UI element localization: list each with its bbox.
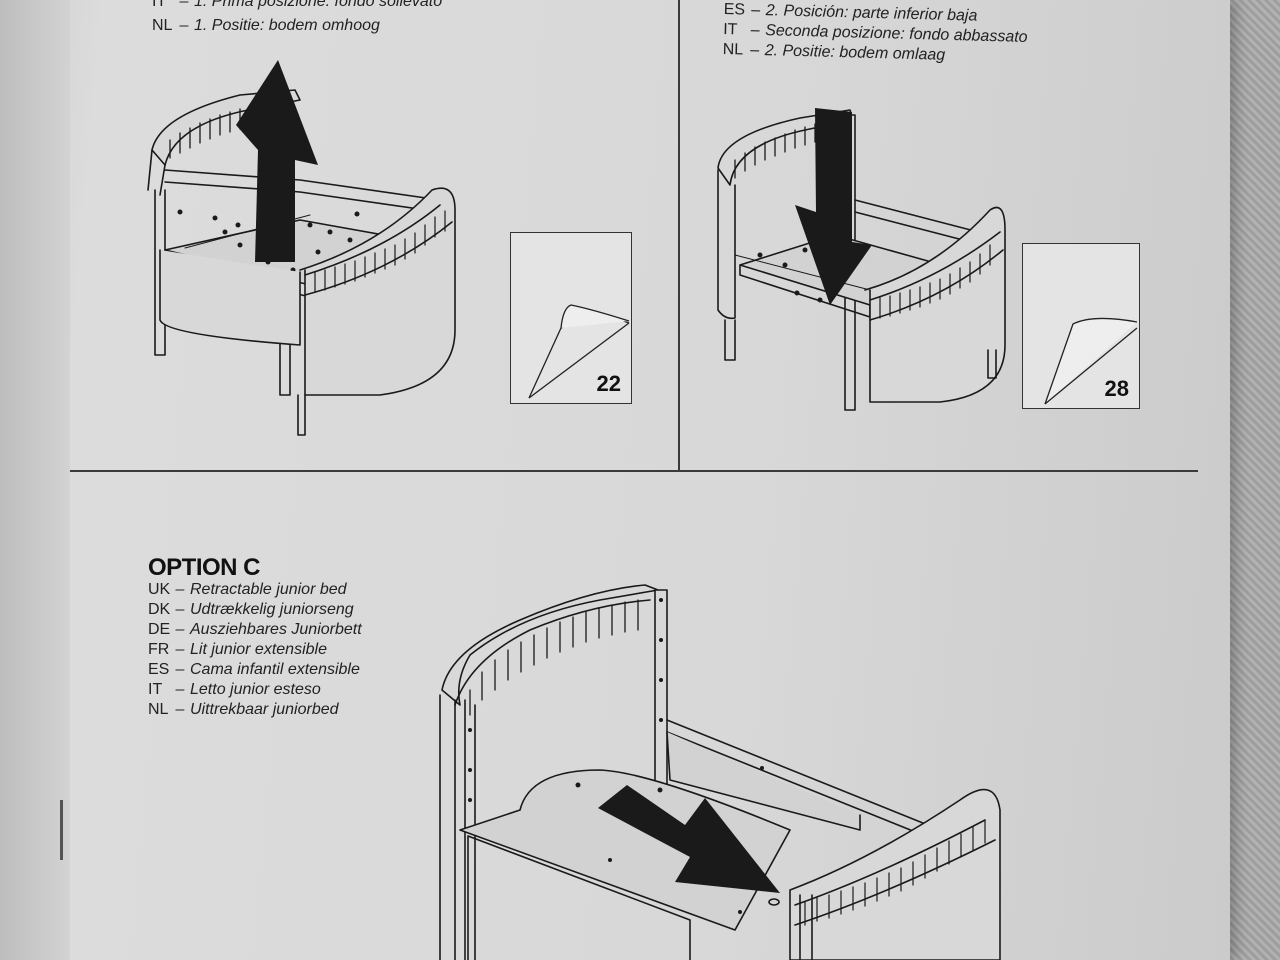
cot-illustration-3 xyxy=(439,584,1001,960)
legend-text: Retractable junior bed xyxy=(190,581,347,598)
staple xyxy=(60,800,63,860)
legend-row: UK–Retractable junior bed xyxy=(148,581,347,598)
language-code: NL xyxy=(148,701,169,718)
language-code: DK xyxy=(148,601,171,618)
legend-text: Uittrekbaar juniorbed xyxy=(190,701,339,718)
legend-text: Lit junior extensible xyxy=(190,641,327,658)
legend-row: ES–Cama infantil extensible xyxy=(148,661,360,678)
language-code: ES xyxy=(148,661,170,678)
legend-text: 1. Prima posizione: fondo sollevato xyxy=(194,0,443,10)
sticker-card: 22 xyxy=(510,232,632,404)
top-left-legend: IT–1. Prima posizione: fondo sollevato N… xyxy=(152,0,442,36)
language-code: UK xyxy=(148,581,171,598)
language-code: DE xyxy=(148,621,171,638)
legend-text: Cama infantil extensible xyxy=(190,661,360,678)
cot-illustration-1 xyxy=(147,89,456,436)
page-spine xyxy=(0,0,70,960)
legend-row: NL–1. Positie: bodem omhoog xyxy=(152,17,380,34)
legend-row: IT–1. Prima posizione: fondo sollevato xyxy=(152,0,442,12)
manual-page: IT–1. Prima posizione: fondo sollevato N… xyxy=(0,0,1230,960)
legend-text: 1. Positie: bodem omhoog xyxy=(194,17,380,34)
peel-sticker-icon xyxy=(528,304,630,399)
sticker-card: 28 xyxy=(1022,243,1140,409)
legend-row: DK–Udtrækkelig juniorseng xyxy=(148,601,354,618)
legend-row: IT–Letto junior esteso xyxy=(148,681,321,698)
illustrations-layer xyxy=(147,60,1006,960)
section-divider-horizontal xyxy=(70,470,1198,472)
language-code: IT xyxy=(148,681,163,698)
language-code: FR xyxy=(148,641,170,658)
language-code: NL xyxy=(152,17,173,34)
legend-row: NL–Uittrekbaar juniorbed xyxy=(148,701,339,718)
sticker-number: 28 xyxy=(1104,376,1129,401)
option-c-title: OPTION C xyxy=(148,554,261,581)
language-code: IT xyxy=(152,0,167,10)
arrow-up-icon xyxy=(236,60,318,262)
legend-row: FR–Lit junior extensible xyxy=(148,641,327,658)
legend-text: Ausziehbares Juniorbett xyxy=(190,621,362,638)
legend-text: Udtrækkelig juniorseng xyxy=(190,601,354,618)
section-divider-vertical xyxy=(678,0,680,470)
peel-sticker-icon xyxy=(1044,317,1138,405)
sticker-number: 22 xyxy=(596,371,621,396)
option-c-legend: UK–Retractable junior bed DK–Udtrækkelig… xyxy=(148,580,362,720)
legend-text: Letto junior esteso xyxy=(190,681,321,698)
arrow-down-icon xyxy=(795,108,872,305)
arrow-right-icon xyxy=(598,785,780,893)
legend-row: DE–Ausziehbares Juniorbett xyxy=(148,621,362,638)
